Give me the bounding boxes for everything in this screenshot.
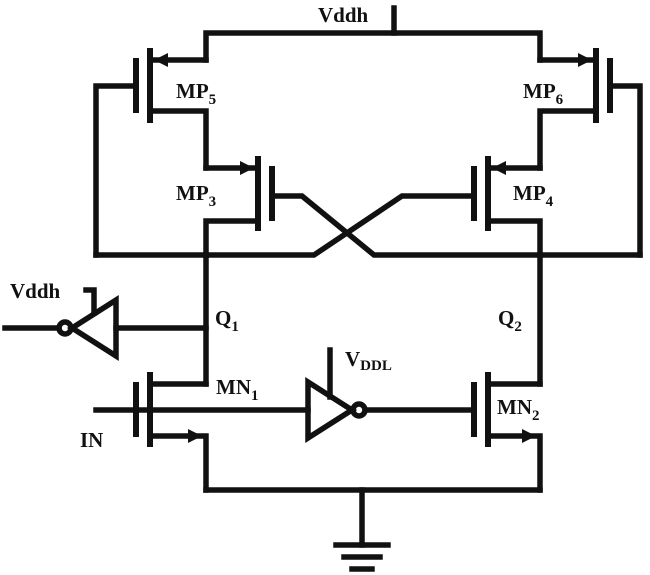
mn2-label: MN2 [497, 395, 540, 424]
transistor-mp5 [93, 48, 209, 258]
mp5-label: MP5 [176, 79, 216, 108]
mp6-label: MP6 [523, 79, 564, 108]
mp5-arrow [154, 53, 168, 67]
q1-label: Q1 [215, 306, 239, 335]
vddh-top-label: Vddh [318, 3, 369, 27]
in-label: IN [80, 428, 103, 452]
ground [203, 487, 543, 572]
node-wires [93, 252, 643, 387]
transistor-mp6 [537, 48, 643, 258]
vddl-label: VDDL [345, 347, 392, 374]
mp6-arrow [578, 53, 592, 67]
mp3-arrow [240, 161, 254, 175]
cross-coupling-wires [203, 193, 543, 258]
transistor-mp3 [203, 156, 275, 258]
output-inverter [2, 287, 119, 362]
vddh-inverter-label: Vddh [10, 279, 61, 303]
transistor-mn2 [471, 372, 543, 493]
transistor-mn1 [93, 372, 311, 493]
mn1-arrow [188, 429, 202, 443]
mp4-label: MP4 [513, 181, 554, 210]
input-inverter [305, 347, 477, 444]
mn2-arrow [522, 429, 536, 443]
mn1-label: MN1 [216, 375, 259, 404]
mp4-arrow [492, 161, 506, 175]
transistor-mp4 [471, 156, 543, 258]
q2-label: Q2 [498, 306, 522, 335]
vddh-rail [203, 5, 543, 63]
mp3-label: MP3 [176, 181, 216, 210]
